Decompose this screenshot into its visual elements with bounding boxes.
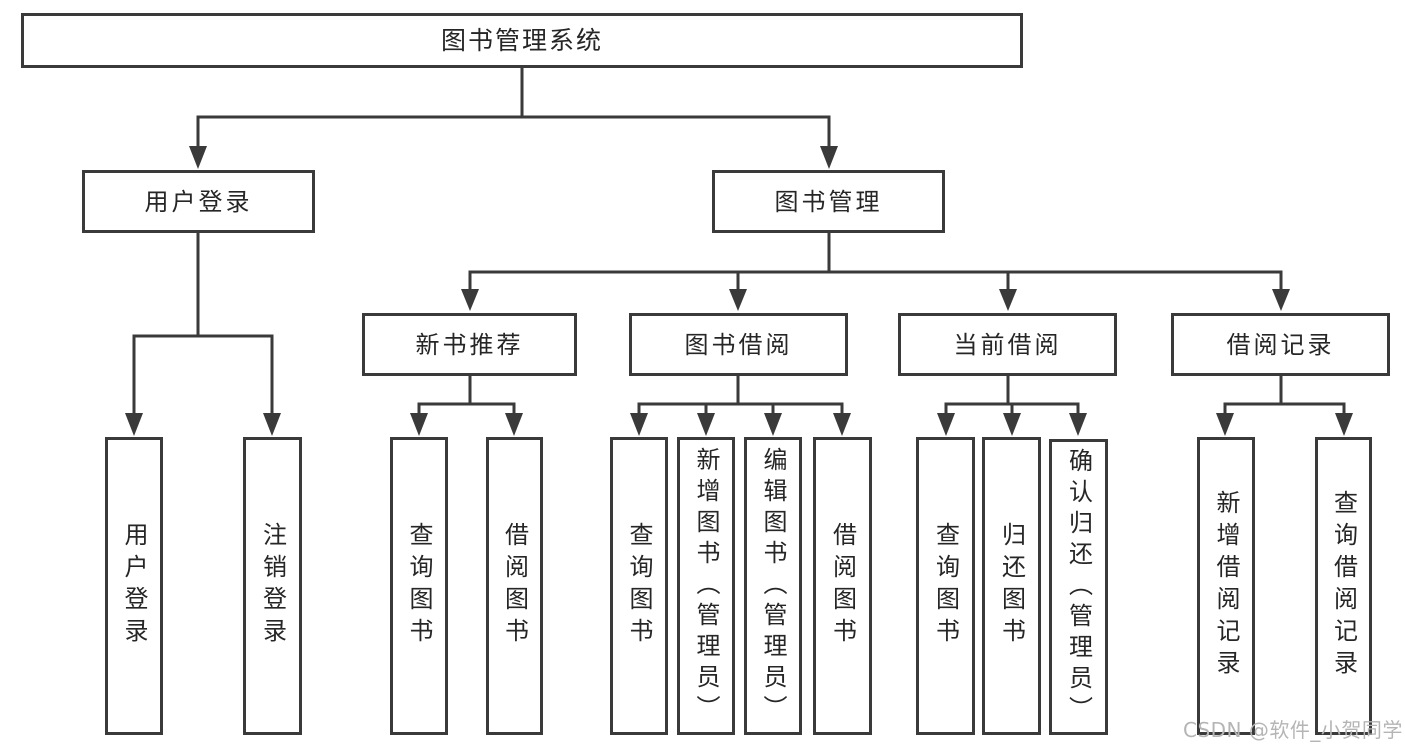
node-label: 新增借阅记录 — [1212, 490, 1240, 682]
node-book-borrow: 图书借阅 — [629, 313, 848, 376]
node-label: 用户登录 — [120, 522, 148, 650]
node-label: 用户登录 — [144, 187, 253, 216]
node-library-management-system: 图书管理系统 — [21, 13, 1023, 68]
node-label: 注销登录 — [258, 522, 287, 650]
connector-borrow-records-branch — [1216, 374, 1353, 436]
arrowhead-icon — [263, 413, 281, 436]
node-book-management: 图书管理 — [712, 170, 945, 233]
node-label: 查询图书 — [931, 522, 960, 650]
node-label: 借阅记录 — [1226, 330, 1335, 359]
connector-book-borrow-branch — [630, 374, 851, 436]
node-edit-books-admin: 编辑图书（管理员） — [744, 437, 802, 735]
node-label: 查询图书 — [405, 522, 433, 650]
node-confirm-return-admin: 确认归还（管理员） — [1049, 439, 1108, 735]
node-borrow-books: 借阅图书 — [813, 437, 872, 735]
node-current-borrow: 当前借阅 — [898, 313, 1117, 376]
arrowhead-icon — [833, 413, 851, 436]
arrowhead-icon — [820, 146, 838, 169]
arrowhead-icon — [999, 289, 1017, 311]
arrowhead-icon — [410, 413, 428, 436]
arrowhead-icon — [1216, 413, 1234, 436]
node-label: 新增图书（管理员） — [692, 446, 720, 726]
watermark: CSDN @软件_小贺同学 — [1183, 718, 1403, 742]
node-query-borrow-record: 查询借阅记录 — [1315, 437, 1372, 735]
arrowhead-icon — [937, 413, 955, 436]
arrowhead-icon — [729, 289, 747, 311]
arrowhead-icon — [505, 413, 523, 436]
node-label: 查询图书 — [625, 522, 653, 650]
arrowhead-icon — [189, 146, 207, 169]
node-add-books-admin: 新增图书（管理员） — [677, 437, 735, 735]
connector-new-book-branch — [410, 374, 523, 436]
node-label: 查询借阅记录 — [1329, 490, 1358, 682]
node-label: 借阅图书 — [828, 522, 857, 650]
node-label: 新书推荐 — [415, 330, 524, 359]
node-borrow-records: 借阅记录 — [1171, 313, 1390, 376]
node-label: 归还图书 — [997, 522, 1026, 650]
node-return-books: 归还图书 — [982, 437, 1041, 735]
node-query-books-borrow: 查询图书 — [610, 437, 668, 735]
node-label: 确认归还（管理员） — [1064, 447, 1093, 727]
node-borrow-books-recommend: 借阅图书 — [486, 437, 543, 735]
node-user-login-leaf: 用户登录 — [105, 437, 163, 735]
node-label: 图书管理系统 — [440, 26, 603, 55]
arrowhead-icon — [1272, 289, 1290, 311]
node-label: 图书管理 — [774, 187, 883, 216]
node-label: 借阅图书 — [500, 522, 529, 650]
connector-root-to-level2 — [189, 66, 838, 169]
connector-user-login-branch — [125, 231, 281, 436]
arrowhead-icon — [1069, 413, 1087, 436]
arrowhead-icon — [461, 289, 479, 311]
arrowhead-icon — [1335, 413, 1353, 436]
node-logout: 注销登录 — [243, 437, 302, 735]
arrowhead-icon — [125, 413, 143, 436]
arrowhead-icon — [630, 413, 648, 436]
node-label: 图书借阅 — [684, 330, 793, 359]
node-user-login: 用户登录 — [82, 170, 315, 233]
node-query-books-recommend: 查询图书 — [390, 437, 448, 735]
arrowhead-icon — [697, 413, 715, 436]
arrowhead-icon — [764, 413, 782, 436]
connector-current-borrow-branch — [937, 374, 1087, 436]
node-query-books-current: 查询图书 — [916, 437, 975, 735]
node-new-book-recommend: 新书推荐 — [362, 313, 577, 376]
arrowhead-icon — [1003, 413, 1021, 436]
node-add-borrow-record: 新增借阅记录 — [1197, 437, 1255, 735]
node-label: 编辑图书（管理员） — [759, 446, 787, 726]
node-label: 当前借阅 — [953, 330, 1062, 359]
connector-book-management-branch — [461, 231, 1290, 311]
